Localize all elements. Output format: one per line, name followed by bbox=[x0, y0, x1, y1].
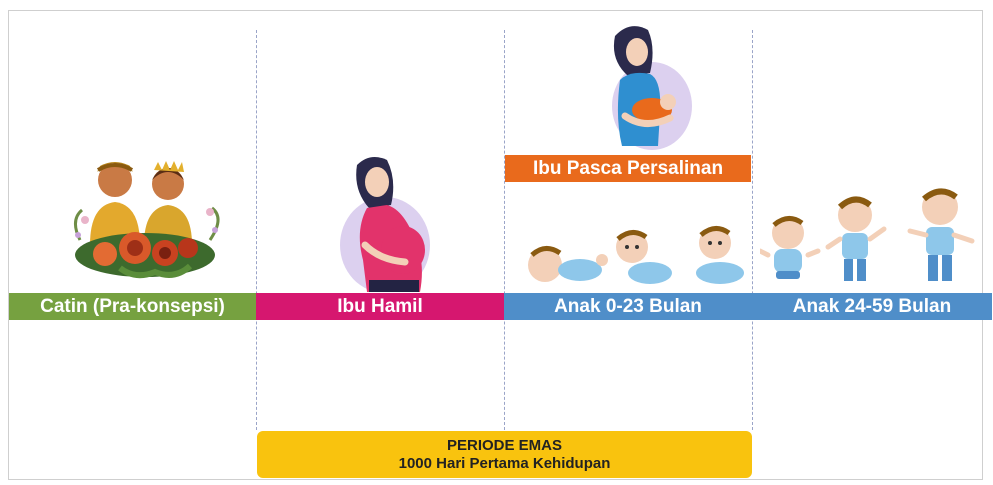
ibu-hamil-label: Ibu Hamil bbox=[256, 293, 504, 320]
babies-illustration bbox=[528, 226, 744, 284]
anak-24-59-label: Anak 24-59 Bulan bbox=[752, 293, 992, 320]
anak-0-23-label: Anak 0-23 Bulan bbox=[504, 293, 752, 320]
pregnant-woman-illustration bbox=[340, 156, 430, 292]
bride-groom-illustration bbox=[74, 161, 220, 279]
divider-line bbox=[256, 30, 257, 430]
breastfeeding-mother-illustration bbox=[612, 26, 692, 150]
toddlers-illustration bbox=[760, 188, 975, 281]
periode-emas-subtitle: 1000 Hari Pertama Kehidupan bbox=[398, 454, 611, 472]
ibu-pasca-persalinan-label: Ibu Pasca Persalinan bbox=[505, 155, 751, 182]
divider-line bbox=[752, 30, 753, 430]
catin-label: Catin (Pra-konsepsi) bbox=[9, 293, 256, 320]
periode-emas-title: PERIODE EMAS bbox=[446, 436, 563, 454]
periode-emas-box: PERIODE EMAS 1000 Hari Pertama Kehidupan bbox=[257, 431, 752, 478]
divider-line bbox=[504, 30, 505, 430]
